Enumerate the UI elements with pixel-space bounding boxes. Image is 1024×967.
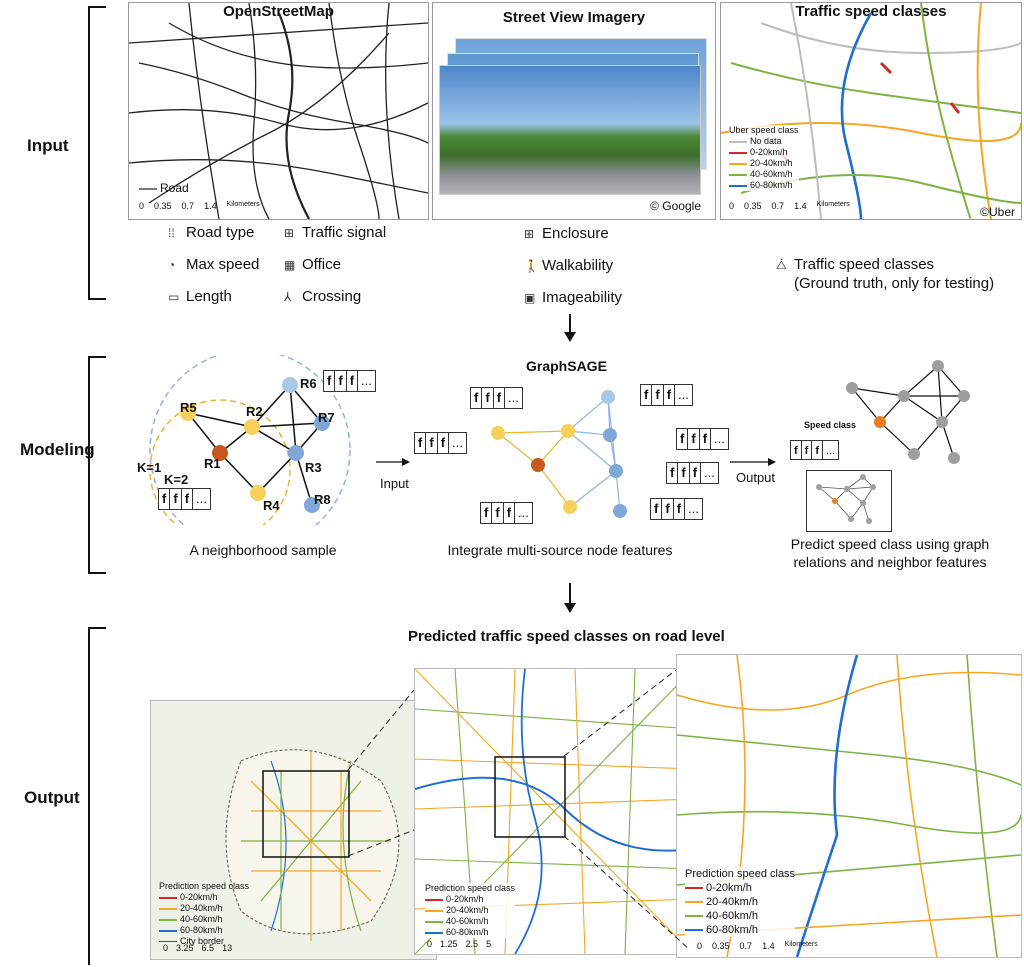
node-label-r6: R6 [300, 376, 317, 391]
office-icon: ▦ [284, 258, 296, 272]
feature-road-type: ⁞⁞Road type [168, 224, 255, 241]
feature-walkability: 🚶Walkability [524, 257, 614, 274]
speed-class-label: Speed class [804, 420, 857, 430]
feature-imageability: ▣Imageability [524, 289, 623, 306]
osm-road-map [129, 3, 428, 219]
enclosure-icon: ⊞ [524, 227, 535, 241]
uber-title: Traffic speed classes [795, 3, 947, 20]
output-map-detail: Prediction speed class 0-20km/h 20-40km/… [676, 654, 1022, 958]
node-label-r5: R5 [180, 400, 197, 415]
feature-enclosure: ⊞Enclosure [524, 225, 609, 242]
output-section-label: Output [24, 788, 80, 807]
prediction-graph [846, 360, 970, 464]
sv-title: Street View Imagery [502, 9, 646, 26]
output-map-district: Prediction speed class 0-20km/h 20-40km/… [414, 668, 694, 955]
input-section-label: Input [27, 136, 69, 155]
output-bracket [88, 627, 106, 965]
modeling-bracket [88, 356, 106, 574]
output-legend-2: Prediction speed class 0-20km/h 20-40km/… [425, 883, 516, 938]
street-view-image [439, 65, 701, 195]
traffic-signal-icon: ⊞ [284, 226, 295, 240]
uber-credit: ©Uber [980, 205, 1015, 219]
image-icon: ▣ [524, 291, 536, 305]
feature-length: ▭Length [168, 288, 232, 305]
shapes-icon: ⧊ [776, 258, 787, 272]
node-label-r4: R4 [263, 498, 280, 513]
sv-credit: © Google [650, 199, 701, 213]
modeling-section-label: Modeling [20, 440, 95, 459]
osm-legend-road: Road [160, 181, 189, 195]
caption-predict: Predict speed class using graph relation… [790, 536, 990, 570]
feature-traffic-speed-classes: ⧊Traffic speed classes [776, 256, 935, 273]
feature-ground-truth-note: (Ground truth, only for testing) [794, 275, 995, 292]
feature-office: ▦Office [284, 256, 341, 273]
feature-max-speed: ◔Max speed [168, 256, 260, 273]
node-label-r2: R2 [246, 404, 263, 419]
uber-legend: Uber speed class No data 0-20km/h 20-40k… [729, 125, 799, 191]
node-label-r1: R1 [204, 456, 221, 471]
uber-panel: Traffic speed classes Uber speed class N… [720, 2, 1022, 220]
node-label-r3: R3 [305, 460, 322, 475]
speedometer-icon: ◔ [168, 258, 176, 272]
arrow-down-icon [564, 583, 576, 613]
output-title: Predicted traffic speed classes on road … [408, 628, 725, 645]
neighborhood-graph [149, 355, 351, 525]
ruler-icon: ▭ [168, 290, 180, 304]
street-view-panel: Street View Imagery © Google [432, 2, 716, 220]
caption-integrate: Integrate multi-source node features [447, 542, 673, 558]
graphsage-title: GraphSAGE [526, 358, 607, 374]
output-legend-3: Prediction speed class 0-20km/h 20-40km/… [685, 867, 796, 937]
output-arrow-label: Output [736, 470, 776, 485]
walking-person-icon: 🚶 [524, 259, 539, 273]
input-bracket [88, 6, 106, 300]
feature-traffic-signal: ⊞Traffic signal [284, 224, 387, 241]
mini-graph-inset [806, 470, 892, 532]
output-legend-1: Prediction speed class 0-20km/h 20-40km/… [159, 881, 250, 946]
k2-label: K=2 [164, 472, 189, 487]
feature-crossing: ⅄Crossing [284, 288, 362, 305]
graphsage-graph [491, 390, 627, 518]
input-arrow-label: Input [380, 476, 409, 491]
road-type-icon: ⁞⁞ [168, 226, 175, 240]
arrow-right-icon [730, 458, 776, 466]
arrow-right-icon [376, 458, 410, 466]
output-map-city: Prediction speed class 0-20km/h 20-40km/… [150, 700, 437, 960]
crossing-icon: ⅄ [284, 290, 292, 304]
k1-label: K=1 [137, 460, 162, 475]
arrow-down-icon [564, 314, 576, 342]
caption-neighborhood: A neighborhood sample [189, 542, 337, 558]
node-label-r7: R7 [318, 410, 335, 425]
node-label-r8: R8 [314, 492, 331, 507]
